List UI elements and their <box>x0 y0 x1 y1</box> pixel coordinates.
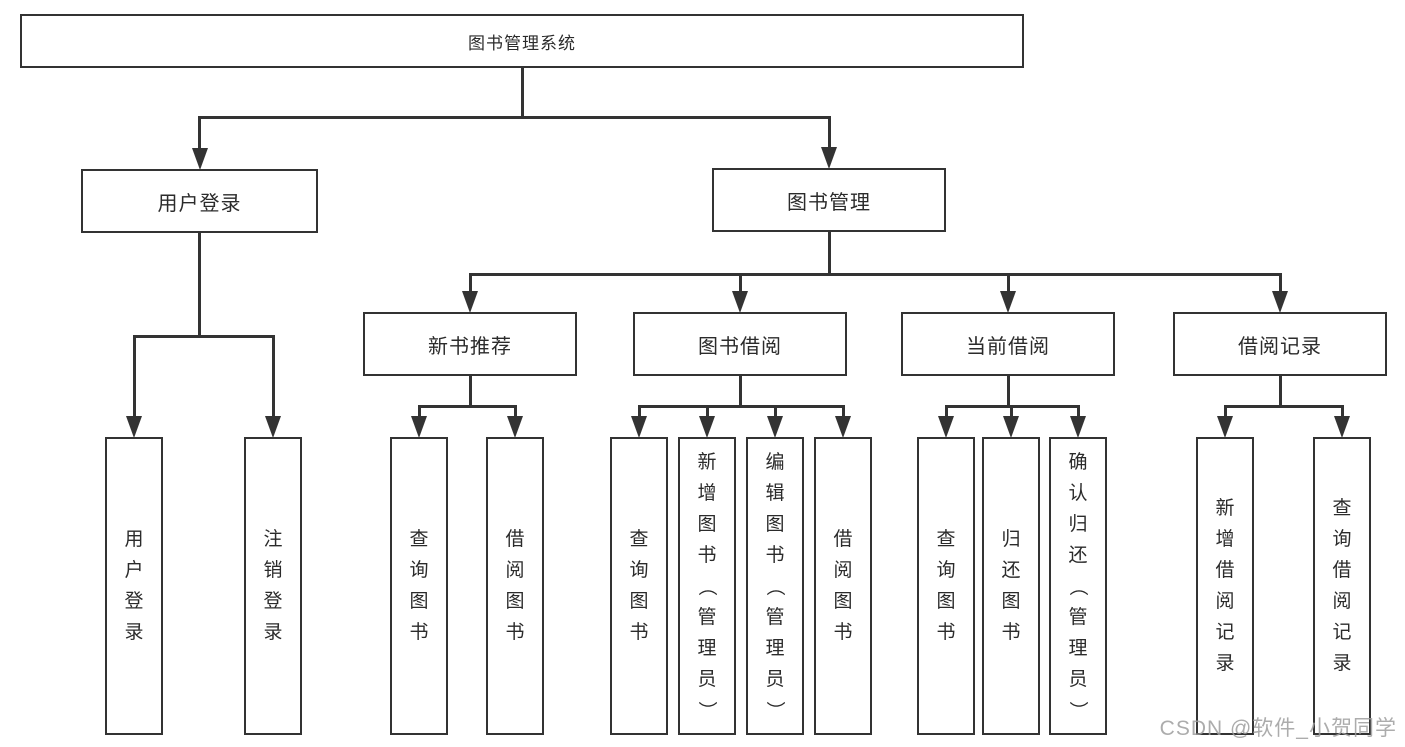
node-label: 用户登录 <box>124 529 144 643</box>
node-label: 当前借阅 <box>966 335 1050 358</box>
connector-line <box>827 232 831 274</box>
connector-line <box>705 406 709 419</box>
connector-line <box>132 334 275 338</box>
connector-line <box>1006 274 1010 294</box>
node-bb-edit: 编辑图书（管理员） <box>746 437 804 735</box>
arrowhead-down-icon <box>191 148 208 170</box>
node-label: 查询图书 <box>629 529 649 643</box>
node-label: 注销登录 <box>263 529 283 643</box>
node-cb-return: 归还图书 <box>982 437 1040 735</box>
node-br-add: 新增借阅记录 <box>1196 437 1254 735</box>
arrowhead-down-icon <box>699 416 715 438</box>
arrowhead-down-icon <box>1334 416 1350 438</box>
node-nbr-borrow: 借阅图书 <box>486 437 544 735</box>
connector-line <box>738 274 742 294</box>
connector-line <box>944 406 948 419</box>
node-bb-query: 查询图书 <box>610 437 668 735</box>
node-label: 归还图书 <box>1001 529 1021 643</box>
arrowhead-down-icon <box>1000 291 1016 313</box>
node-book-mgmt: 图书管理 <box>712 168 946 232</box>
node-book-borrow: 图书借阅 <box>633 312 847 376</box>
connector-line <box>1006 376 1010 406</box>
node-root: 图书管理系统 <box>20 14 1024 68</box>
connector-line <box>1340 406 1344 419</box>
node-label: 查询图书 <box>936 529 956 643</box>
arrowhead-down-icon <box>1217 416 1233 438</box>
connector-line <box>827 117 831 150</box>
node-label: 新书推荐 <box>428 335 512 358</box>
node-label: 编辑图书（管理员） <box>764 451 786 720</box>
connector-line <box>773 406 777 419</box>
connector-line <box>468 272 1282 276</box>
connector-line <box>1223 406 1227 419</box>
csdn-watermark: CSDN @软件_小贺同学 <box>1159 717 1397 740</box>
arrowhead-down-icon <box>462 291 478 313</box>
connector-line <box>1278 274 1282 294</box>
arrowhead-down-icon <box>835 416 851 438</box>
connector-line <box>468 274 472 294</box>
node-cb-confirm: 确认归还（管理员） <box>1049 437 1107 735</box>
connector-line <box>637 404 845 408</box>
connector-line <box>1076 406 1080 419</box>
connector-line <box>198 233 201 336</box>
connector-line <box>513 406 517 419</box>
connector-line <box>468 376 472 406</box>
node-current-borrow: 当前借阅 <box>901 312 1115 376</box>
node-label: 确认归还（管理员） <box>1067 451 1089 720</box>
connector-line <box>271 336 275 419</box>
connector-line <box>198 117 201 151</box>
connector-line <box>1278 376 1282 406</box>
arrowhead-down-icon <box>767 416 783 438</box>
connector-line <box>637 406 641 419</box>
node-cb-query: 查询图书 <box>917 437 975 735</box>
node-new-book-rec: 新书推荐 <box>363 312 577 376</box>
node-borrow-records: 借阅记录 <box>1173 312 1387 376</box>
arrowhead-down-icon <box>732 291 748 313</box>
connector-line <box>1223 404 1344 408</box>
arrowhead-down-icon <box>821 147 837 169</box>
node-label: 借阅记录 <box>1238 335 1322 358</box>
node-label: 借阅图书 <box>505 529 525 643</box>
node-label: 查询借阅记录 <box>1332 498 1352 674</box>
node-label: 查询图书 <box>409 529 429 643</box>
arrowhead-down-icon <box>1272 291 1288 313</box>
node-label: 图书借阅 <box>698 335 782 358</box>
node-bb-borrow: 借阅图书 <box>814 437 872 735</box>
node-bb-add: 新增图书（管理员） <box>678 437 736 735</box>
node-nbr-query: 查询图书 <box>390 437 448 735</box>
connector-line <box>417 404 517 408</box>
arrowhead-down-icon <box>938 416 954 438</box>
connector-line <box>738 376 742 406</box>
arrowhead-down-icon <box>265 416 281 438</box>
node-label: 用户登录 <box>157 192 242 215</box>
node-label: 借阅图书 <box>833 529 853 643</box>
node-ul-login: 用户登录 <box>105 437 163 735</box>
node-user-login: 用户登录 <box>81 169 318 233</box>
connector-line <box>417 406 421 419</box>
node-label: 新增借阅记录 <box>1215 498 1235 674</box>
connector-line <box>1009 406 1013 419</box>
node-label: 新增图书（管理员） <box>696 451 718 720</box>
connector-line <box>132 336 136 419</box>
arrowhead-down-icon <box>1070 416 1086 438</box>
connector-line <box>198 115 831 119</box>
arrowhead-down-icon <box>411 416 427 438</box>
arrowhead-down-icon <box>1003 416 1019 438</box>
node-br-query: 查询借阅记录 <box>1313 437 1371 735</box>
node-ul-logout: 注销登录 <box>244 437 302 735</box>
node-label: 图书管理 <box>787 191 871 214</box>
arrowhead-down-icon <box>631 416 647 438</box>
arrowhead-down-icon <box>126 416 142 438</box>
node-label: 图书管理系统 <box>468 33 576 53</box>
connector-line <box>841 406 845 419</box>
arrowhead-down-icon <box>507 416 523 438</box>
connector-line <box>520 68 524 117</box>
